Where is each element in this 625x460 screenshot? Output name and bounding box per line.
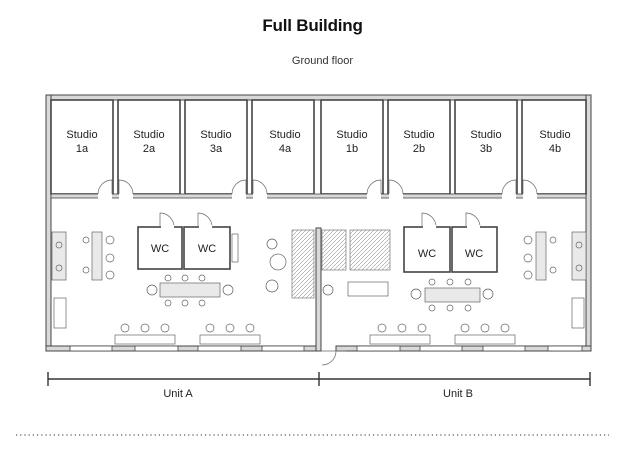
svg-text:3b: 3b bbox=[480, 143, 492, 155]
unit-b-label: Unit B bbox=[443, 388, 473, 400]
studio-4a-label: Studio bbox=[269, 129, 300, 141]
page-title: Full Building bbox=[262, 16, 363, 35]
wc-label-2: WC bbox=[198, 243, 216, 255]
wc-label-3: WC bbox=[418, 248, 436, 260]
outer-walls bbox=[45, 94, 592, 366]
furniture-unit-a bbox=[51, 231, 287, 345]
studio-3a-label: Studio bbox=[200, 129, 231, 141]
studio-2a-label: Studio bbox=[133, 129, 164, 141]
studio-3b-label: Studio bbox=[470, 129, 501, 141]
svg-text:1a: 1a bbox=[76, 143, 89, 155]
studio-rooms bbox=[50, 99, 587, 199]
wc-rooms: WC WC WC WC bbox=[137, 212, 498, 273]
furniture-unit-b bbox=[369, 231, 587, 345]
floor-subtitle: Ground floor bbox=[291, 55, 354, 67]
svg-text:3a: 3a bbox=[210, 143, 223, 155]
svg-text:1b: 1b bbox=[346, 143, 358, 155]
svg-text:4a: 4a bbox=[279, 143, 292, 155]
wc-label-1: WC bbox=[151, 243, 169, 255]
studio-1b-label: Studio bbox=[336, 129, 367, 141]
unit-dimension-lines bbox=[47, 372, 591, 386]
central-stair bbox=[291, 229, 391, 299]
svg-text:2b: 2b bbox=[413, 143, 425, 155]
unit-a-label: Unit A bbox=[163, 388, 193, 400]
studio-4b-label: Studio bbox=[539, 129, 570, 141]
wc-label-4: WC bbox=[465, 248, 483, 260]
svg-text:2a: 2a bbox=[143, 143, 156, 155]
studio-1a-label: Studio bbox=[66, 129, 97, 141]
studio-2b-label: Studio bbox=[403, 129, 434, 141]
studio-labels: Studio 1a Studio 2a Studio 3a Studio 4a … bbox=[66, 129, 570, 155]
svg-text:4b: 4b bbox=[549, 143, 561, 155]
